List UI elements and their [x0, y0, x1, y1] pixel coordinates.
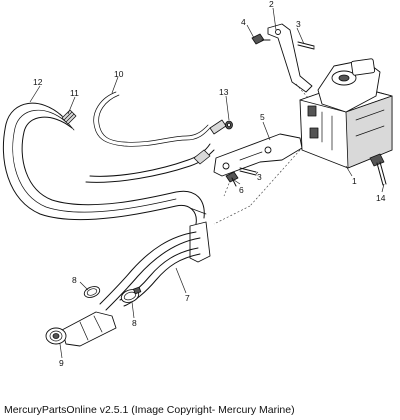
part-10-thin-line [93, 91, 211, 147]
part-8-hose-clamp-lower [120, 286, 142, 303]
part-12-large-hose [2, 102, 207, 225]
callout-1: 1 [352, 176, 357, 186]
callout-labels: 2 4 3 10 12 11 13 5 3 6 1 14 7 8 8 9 [33, 0, 386, 368]
callout-7: 7 [185, 293, 190, 303]
part-3-pin-lower [239, 167, 257, 176]
part-1-fuel-module [213, 58, 393, 225]
callout-3-upper: 3 [296, 19, 301, 29]
callout-2: 2 [269, 0, 274, 9]
callout-9: 9 [59, 358, 64, 368]
callout-11: 11 [70, 88, 79, 98]
fuel-line-assembly [85, 119, 227, 183]
callout-10: 10 [114, 69, 124, 79]
part-5-mounting-bracket [213, 133, 303, 197]
callout-13: 13 [219, 87, 229, 97]
callout-4: 4 [241, 17, 246, 27]
part-4-bolt [251, 33, 271, 45]
part-14-sensor-screw [369, 153, 387, 186]
part-11-hose-fitting [61, 109, 77, 125]
callout-5: 5 [260, 112, 265, 122]
part-13-grommet [225, 120, 233, 130]
leader-lines [29, 7, 385, 359]
part-2-upper-bracket [267, 23, 313, 101]
part-9-elbow-fitting [45, 311, 117, 347]
callout-8-lower: 8 [132, 318, 137, 328]
part-7-fuel-pipe [99, 221, 211, 311]
part-3-pin-upper [297, 41, 315, 50]
part-8-hose-clamp-upper [83, 286, 101, 298]
callout-3-lower: 3 [257, 172, 262, 182]
callout-12: 12 [33, 77, 43, 87]
copyright-caption: MercuryPartsOnline v2.5.1 (Image Copyrig… [4, 404, 295, 416]
part-6-screw [225, 171, 239, 187]
callout-14: 14 [376, 193, 386, 203]
callout-8-upper: 8 [72, 275, 77, 285]
callout-6: 6 [239, 185, 244, 195]
